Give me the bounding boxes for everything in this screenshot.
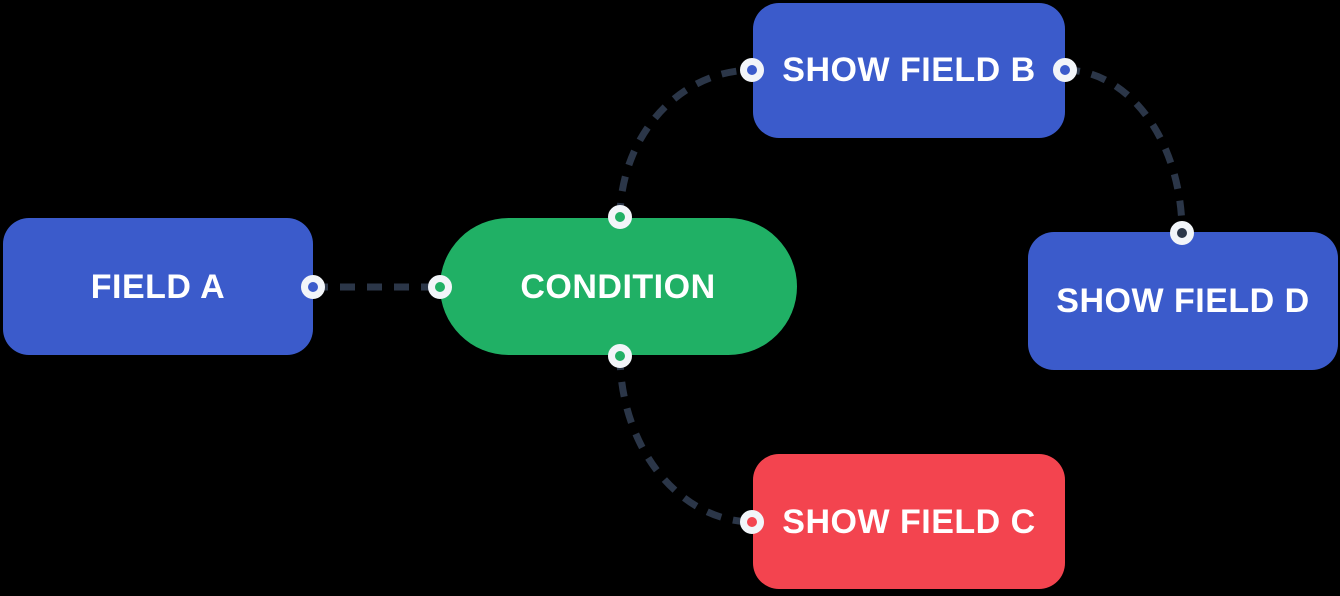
node-condition-box[interactable] <box>440 218 797 355</box>
port-field-a-right[interactable] <box>301 275 325 299</box>
port-show-field-b-right[interactable] <box>1053 58 1077 82</box>
port-condition-left[interactable] <box>428 275 452 299</box>
node-show-field-b-box[interactable] <box>753 3 1065 138</box>
port-show-field-b-left[interactable] <box>740 58 764 82</box>
node-show-field-d-label: SHOW FIELD D <box>1056 282 1309 320</box>
port-show-field-d-top[interactable] <box>1170 221 1194 245</box>
edge-condition-to-show-field-c <box>616 354 754 526</box>
node-condition[interactable]: CONDITION <box>440 218 797 355</box>
port-condition-top[interactable] <box>608 205 632 229</box>
node-show-field-c-box[interactable] <box>753 454 1065 589</box>
port-show-field-c-left[interactable] <box>740 510 764 534</box>
node-show-field-d[interactable]: SHOW FIELD D <box>1028 232 1338 370</box>
node-field-a-box[interactable] <box>3 218 313 355</box>
node-field-a[interactable]: FIELD A <box>3 218 313 355</box>
node-show-field-c-label: SHOW FIELD C <box>782 503 1035 541</box>
port-condition-bottom[interactable] <box>608 344 632 368</box>
node-show-field-b-label: SHOW FIELD B <box>782 51 1035 89</box>
node-condition-label: CONDITION <box>520 268 715 306</box>
node-show-field-c[interactable]: SHOW FIELD C <box>753 454 1065 589</box>
node-show-field-b[interactable]: SHOW FIELD B <box>753 3 1065 138</box>
node-show-field-d-box[interactable] <box>1028 232 1338 370</box>
edge-condition-to-show-field-b <box>616 66 754 219</box>
node-field-a-label: FIELD A <box>91 268 225 306</box>
